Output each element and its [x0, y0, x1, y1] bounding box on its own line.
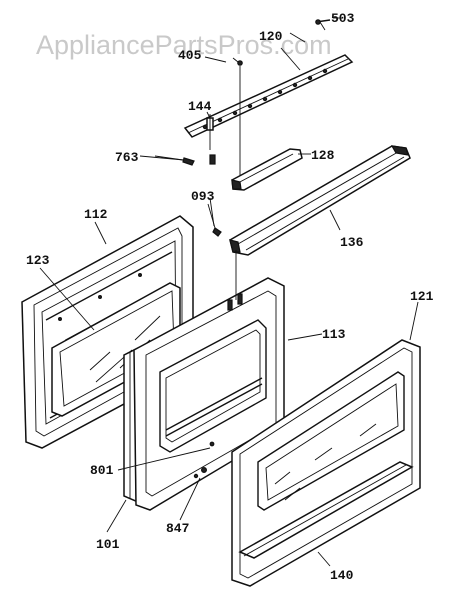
callout-503: 503 [331, 11, 355, 26]
part-093-screw [207, 203, 222, 237]
callout-763: 763 [115, 150, 139, 165]
part-763-screw [154, 155, 195, 166]
callout-101: 101 [96, 537, 120, 552]
part-405-screw [232, 57, 243, 190]
callout-405: 405 [178, 48, 202, 63]
part-144-clip [206, 114, 216, 165]
callout-801: 801 [90, 463, 114, 478]
callout-128: 128 [311, 148, 335, 163]
callout-847: 847 [166, 521, 189, 536]
callout-113: 113 [322, 327, 346, 342]
callout-144: 144 [188, 99, 212, 114]
callout-112: 112 [84, 207, 108, 222]
part-140-outer-glass [238, 423, 414, 559]
part-121-outer-door-panel [231, 339, 421, 587]
part-136-door-handle [229, 145, 411, 256]
callout-120: 120 [259, 29, 283, 44]
callout-121: 121 [410, 289, 434, 304]
part-503-screw [315, 19, 331, 31]
watermark-text: AppliancePartsPros.com [36, 30, 332, 60]
part-128-handle-bracket [231, 148, 303, 191]
callout-140: 140 [330, 568, 354, 583]
part-120-vent-strip [183, 47, 354, 138]
leader-lines [39, 17, 419, 567]
callout-093: 093 [191, 189, 215, 204]
callout-136: 136 [340, 235, 364, 250]
callout-123: 123 [26, 253, 50, 268]
